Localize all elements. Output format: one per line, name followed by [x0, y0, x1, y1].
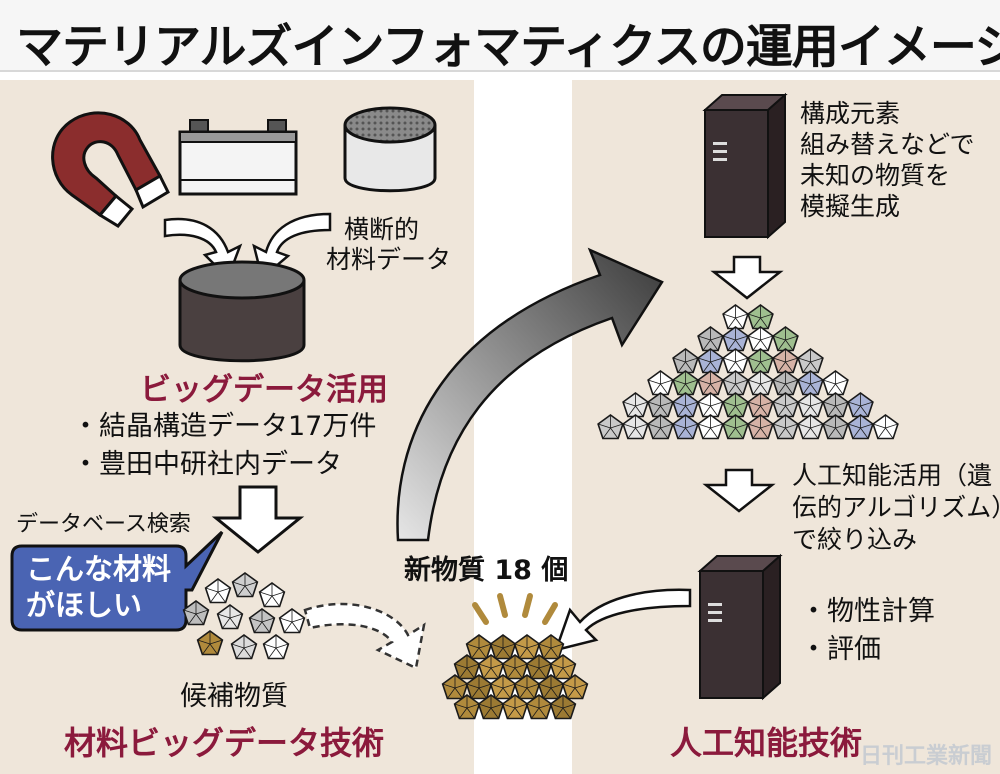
bullet-internal-data: ・豊田中研社内データ [72, 449, 342, 480]
server-text-4: 模擬生成 [800, 192, 901, 221]
molecule-icon [697, 414, 724, 440]
eval-bullet-calc: ・物性計算 [800, 596, 935, 627]
generated-materials-pyramid [597, 304, 899, 440]
molecule-icon [672, 370, 699, 396]
molecule-icon [647, 392, 674, 418]
big-curved-arrow [396, 247, 664, 542]
down-arrow-right-1 [710, 255, 784, 300]
ai-text-1: 人工知能活用（遺 [792, 461, 993, 490]
molecule-icon [797, 392, 824, 418]
molecule-icon [747, 348, 774, 374]
molecule-icon [747, 370, 774, 396]
candidates-label: 候補物質 [180, 681, 288, 712]
database-search-label: データベース検索 [16, 512, 191, 537]
cross-data-label-1: 横断的 [344, 215, 420, 244]
magnet-icon [51, 111, 170, 228]
page-title: マテリアルズインフォマティクスの運用イメージ [16, 20, 1000, 75]
molecule-icon [822, 414, 849, 440]
molecule-icon [772, 370, 799, 396]
molecule-icon [672, 392, 699, 418]
molecule-icon [597, 414, 624, 440]
return-arrow [554, 588, 692, 652]
molecule-icon [772, 414, 799, 440]
molecule-icon [822, 392, 849, 418]
bubble-line-1: こんな材料 [26, 552, 172, 586]
new-materials-label: 新物質 18 個 [404, 555, 569, 586]
down-arrow-icon [211, 485, 305, 554]
molecule-icon [697, 370, 724, 396]
server-text-1: 構成元素 [800, 99, 901, 128]
molecule-icon [747, 304, 774, 330]
ai-text-3: で絞り込み [792, 525, 918, 554]
title-bar: マテリアルズインフォマティクスの運用イメージ [0, 0, 1000, 75]
ai-text-2: 伝的アルゴリズム） [792, 493, 1000, 522]
molecule-icon [797, 348, 824, 374]
molecule-icon [622, 414, 649, 440]
server-icon-bottom [697, 553, 783, 701]
bigdata-heading: ビッグデータ活用 [140, 372, 388, 408]
molecule-icon [722, 370, 749, 396]
server-text-2: 組み替えなどで [800, 130, 975, 159]
molecule-icon [647, 414, 674, 440]
molecule-icon [722, 348, 749, 374]
molecule-icon [697, 348, 724, 374]
server-icon-top [702, 92, 788, 240]
bullet-structure-data: ・結晶構造データ17万件 [72, 411, 377, 442]
dashed-arrow [303, 602, 426, 670]
new-molecule-icon [465, 634, 493, 660]
molecule-icon [697, 326, 724, 352]
molecule-icon [722, 414, 749, 440]
right-section-footer: 人工知能技術 [670, 724, 863, 762]
bigdata-cylinder-icon [178, 260, 306, 363]
eval-bullet-assess: ・評価 [800, 634, 881, 665]
molecule-icon [847, 392, 874, 418]
molecule-icon [772, 326, 799, 352]
molecule-icon [722, 392, 749, 418]
molecule-icon [722, 304, 749, 330]
catalyst-icon [343, 106, 437, 193]
molecule-icon [797, 414, 824, 440]
left-section-footer: 材料ビッグデータ技術 [64, 724, 385, 762]
molecule-icon [822, 370, 849, 396]
speech-bubble [10, 530, 224, 632]
cross-data-label-2: 材料データ [326, 245, 452, 274]
bubble-line-2: がほしい [26, 588, 143, 622]
molecule-icon [772, 348, 799, 374]
down-arrow-right-2 [702, 468, 776, 513]
new-molecule-icon [489, 634, 517, 660]
battery-icon [178, 119, 298, 196]
new-molecule-icon [513, 634, 541, 660]
molecule-icon [797, 370, 824, 396]
molecule-icon [722, 326, 749, 352]
molecule-icon [697, 392, 724, 418]
molecule-icon [747, 326, 774, 352]
candidate-materials-cluster [182, 572, 306, 660]
molecule-icon [672, 414, 699, 440]
publisher-watermark: 日刊工業新聞 [859, 744, 992, 769]
molecule-icon [872, 414, 899, 440]
molecule-icon [747, 414, 774, 440]
molecule-icon [622, 392, 649, 418]
sparkle-lines [472, 593, 558, 625]
molecule-icon [647, 370, 674, 396]
molecule-icon [672, 348, 699, 374]
molecule-icon [847, 414, 874, 440]
server-text-3: 未知の物質を [800, 161, 951, 190]
molecule-icon [747, 392, 774, 418]
molecule-icon [772, 392, 799, 418]
